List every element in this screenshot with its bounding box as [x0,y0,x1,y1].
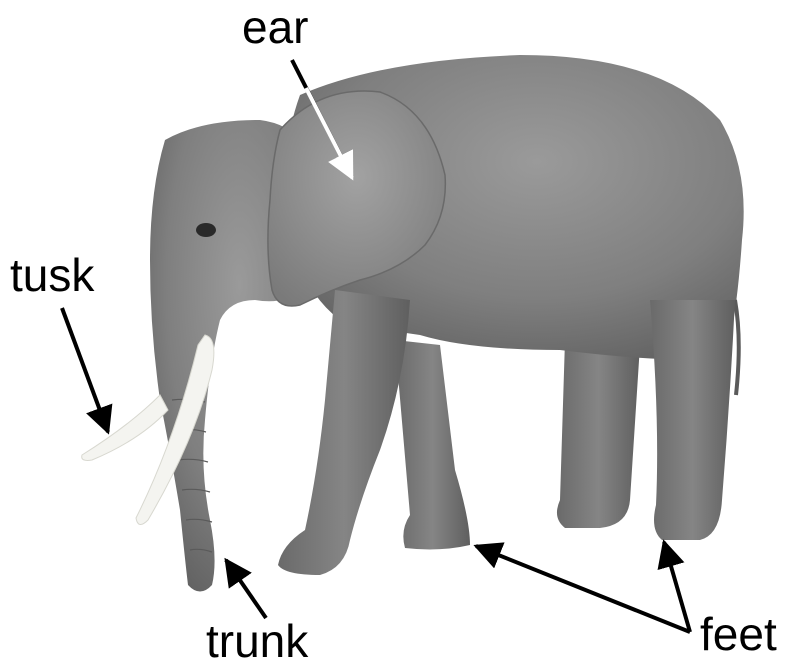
elephant-tail [735,300,739,395]
left-tusk [82,395,168,460]
feet-label: feet [700,608,777,660]
elephant-eye [196,223,216,237]
tusk-label: tusk [10,249,95,301]
feet-arrow-front [476,546,690,632]
elephant-illustration [82,55,744,592]
feet-arrow-rear [664,542,690,632]
front-near-leg [278,290,410,575]
ear-label: ear [242,1,308,53]
tusk-arrow [62,308,108,432]
rear-far-leg [557,340,640,528]
trunk-label: trunk [206,615,309,667]
front-far-leg [395,340,470,549]
rear-near-leg [650,300,735,540]
trunk-arrow [226,560,266,618]
